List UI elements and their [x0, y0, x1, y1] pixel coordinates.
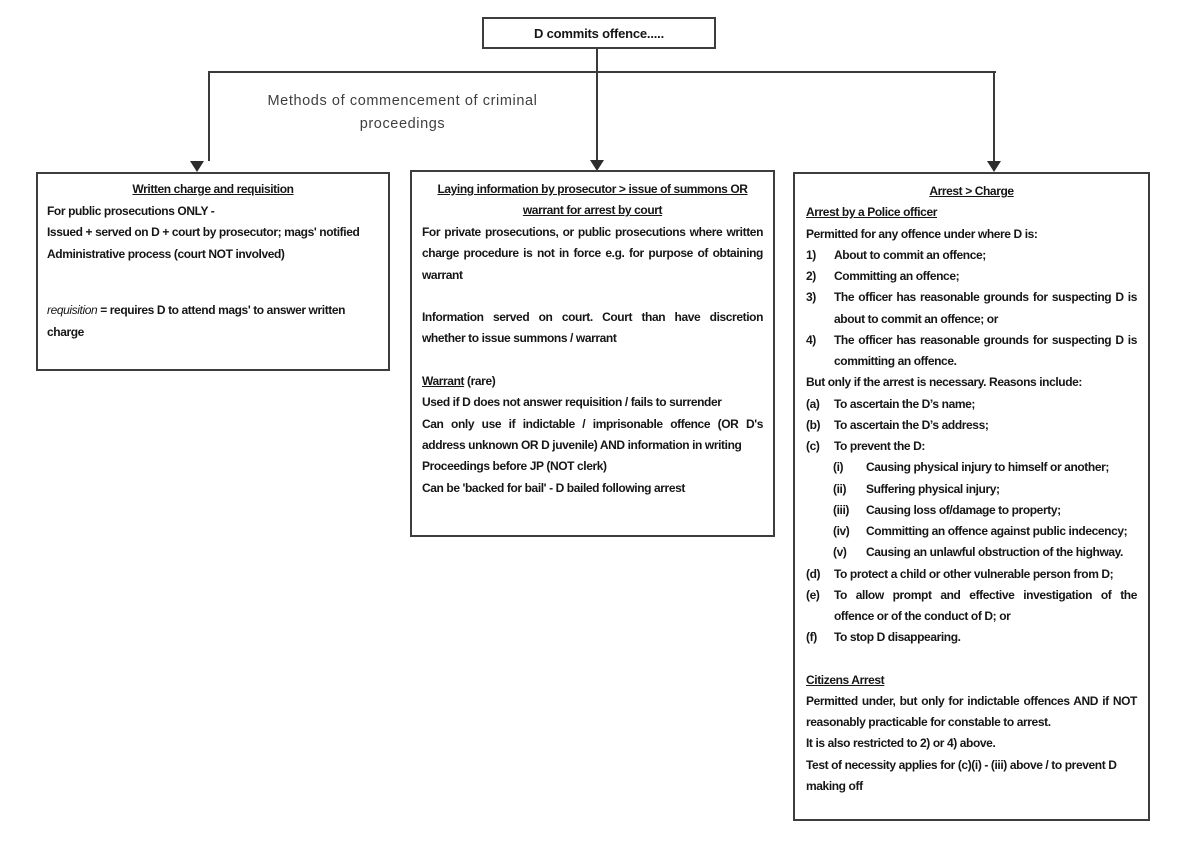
item-marker: (b)	[806, 417, 821, 432]
written-charge-line: Issued + served on D + court by prosecut…	[47, 225, 360, 239]
item-marker: 1)	[806, 247, 816, 262]
connector-center-vertical	[596, 49, 598, 161]
item-marker: (iv)	[833, 524, 850, 538]
lettered-item: (d) To protect a child or other vulnerab…	[806, 564, 1137, 585]
warrant-line: Proceedings before JP (NOT clerk)	[422, 459, 607, 474]
item-text: To prevent the D:	[834, 439, 925, 453]
item-marker: (i)	[833, 460, 844, 475]
connector-left-vertical	[208, 71, 210, 161]
flow-label-line1: Methods of commencement of criminal	[267, 93, 538, 109]
lettered-item: (f) To stop D disappearing.	[806, 627, 1137, 648]
item-text: To ascertain the D’s name;	[834, 396, 975, 411]
item-text: Causing loss of/damage to property;	[866, 502, 1061, 517]
arrest-charge-box: Arrest > Charge Arrest by a Police offic…	[793, 172, 1150, 821]
item-marker: 4)	[806, 332, 816, 347]
connector-right-vertical	[993, 71, 995, 161]
lettered-item: (a) To ascertain the D’s name;	[806, 394, 1137, 415]
spacer	[422, 350, 763, 371]
item-text: Suffering physical injury;	[866, 481, 1000, 496]
roman-item: (i) Causing physical injury to himself o…	[833, 457, 1137, 478]
item-text: To protect a child or other vulnerable p…	[834, 566, 1114, 581]
arrest-charge-title: Arrest > Charge	[929, 184, 1014, 198]
item-text: The officer has reasonable grounds for s…	[834, 332, 1137, 368]
connector-horizontal	[208, 71, 996, 73]
necessity-intro: But only if the arrest is necessary. Rea…	[806, 375, 1083, 390]
spacer	[806, 649, 1137, 670]
warrant-line: Can only use if indictable / imprisonabl…	[422, 416, 763, 453]
flow-label-line2: proceedings	[359, 116, 446, 132]
lettered-item: (e) To allow prompt and effective invest…	[806, 585, 1137, 628]
numbered-item: 4) The officer has reasonable grounds fo…	[806, 330, 1137, 373]
warrant-line: Can be 'backed for bail' - D bailed foll…	[422, 480, 685, 495]
offence-box-label: D commits offence.....	[534, 25, 664, 41]
item-text: The officer has reasonable grounds for s…	[834, 290, 1137, 326]
laying-information-title: Laying information by prosecutor > issue…	[437, 182, 748, 218]
lettered-item: (b) To ascertain the D’s address;	[806, 415, 1137, 436]
written-charge-box: Written charge and requisition For publi…	[36, 172, 390, 371]
item-text: To stop D disappearing.	[834, 630, 961, 645]
item-marker: (c)	[806, 439, 820, 453]
item-marker: 3)	[806, 290, 816, 305]
item-marker: (v)	[833, 545, 847, 560]
citizens-line: Test of necessity applies for (c)(i) - (…	[806, 757, 1117, 793]
laying-information-box: Laying information by prosecutor > issue…	[410, 170, 775, 537]
item-text: Causing an unlawful obstruction of the h…	[866, 545, 1123, 560]
warrant-heading: Warrant (rare)	[422, 371, 763, 392]
arrowhead-right-icon	[987, 161, 1001, 172]
warrant-label: Warrant	[422, 373, 465, 388]
item-marker: (d)	[806, 566, 821, 581]
offence-box: D commits offence.....	[482, 17, 716, 49]
item-marker: (e)	[806, 587, 820, 602]
roman-item: (iv) Committing an offence against publi…	[833, 521, 1137, 542]
item-marker: (iii)	[833, 502, 849, 517]
item-marker: (ii)	[833, 481, 847, 496]
item-text: Committing an offence against public ind…	[866, 524, 1128, 538]
citizens-line: Permitted under, but only for indictable…	[806, 693, 1137, 729]
warrant-line: Used if D does not answer requisition / …	[422, 395, 722, 410]
roman-item: (v) Causing an unlawful obstruction of t…	[833, 542, 1137, 563]
spacer	[422, 286, 763, 307]
written-charge-line: For public prosecutions ONLY -	[47, 203, 215, 218]
requisition-term: requisition	[47, 303, 98, 317]
numbered-item: 3) The officer has reasonable grounds fo…	[806, 287, 1137, 330]
warrant-rare: (rare)	[464, 373, 496, 388]
item-marker: 2)	[806, 269, 816, 283]
lettered-item: (c) To prevent the D:	[806, 436, 1137, 457]
citizens-line: It is also restricted to 2) or 4) above.	[806, 736, 996, 751]
police-arrest-heading: Arrest by a Police officer	[806, 205, 937, 220]
item-text: To ascertain the D’s address;	[834, 417, 989, 432]
spacer	[47, 265, 379, 300]
requisition-rest: = requires D to attend mags' to answer w…	[47, 303, 346, 339]
laying-information-para1: For private prosecutions, or public pros…	[422, 224, 763, 282]
item-text: Committing an offence;	[834, 269, 960, 283]
citizens-arrest-heading: Citizens Arrest	[806, 672, 885, 687]
numbered-item: 1) About to commit an offence;	[806, 245, 1137, 266]
numbered-item: 2) Committing an offence;	[806, 266, 1137, 287]
arrowhead-middle-icon	[590, 160, 604, 171]
item-marker: (a)	[806, 396, 820, 411]
laying-information-para2: Information served on court. Court than …	[422, 310, 763, 346]
item-text: To allow prompt and effective investigat…	[834, 587, 1137, 623]
item-text: Causing physical injury to himself or an…	[866, 460, 1109, 475]
roman-item: (iii) Causing loss of/damage to property…	[833, 500, 1137, 521]
arrowhead-left-icon	[190, 161, 204, 172]
written-charge-title: Written charge and requisition	[132, 182, 294, 196]
police-arrest-intro: Permitted for any offence under where D …	[806, 226, 1038, 241]
written-charge-line: Administrative process (court NOT involv…	[47, 246, 285, 261]
requisition-definition: requisition = requires D to attend mags'…	[47, 300, 379, 343]
roman-item: (ii) Suffering physical injury;	[833, 479, 1137, 500]
flow-label: Methods of commencement of criminal proc…	[225, 90, 580, 136]
item-marker: (f)	[806, 630, 817, 645]
item-text: About to commit an offence;	[834, 247, 986, 262]
